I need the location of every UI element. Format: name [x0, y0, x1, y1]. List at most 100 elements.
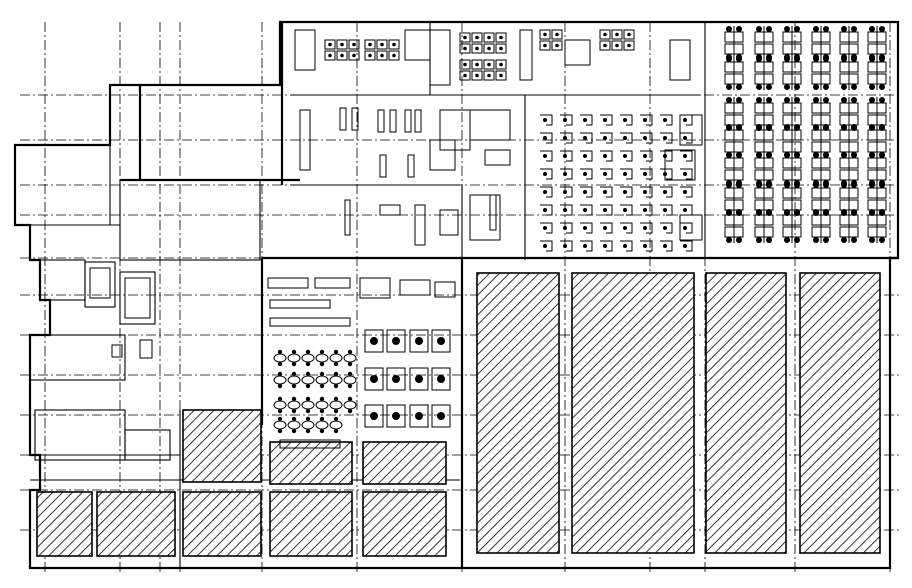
cubicle — [640, 240, 653, 252]
cubicle — [600, 114, 613, 126]
furniture-piece — [359, 277, 391, 299]
cubicle — [620, 186, 633, 198]
workstation-cluster — [724, 56, 744, 90]
furniture-piece — [279, 439, 341, 449]
cubicle — [540, 222, 553, 234]
workstation-cluster — [754, 26, 774, 60]
cubicle — [540, 240, 553, 252]
furniture-piece — [679, 114, 703, 146]
furniture-piece — [379, 154, 387, 178]
furniture-piece — [489, 194, 497, 231]
cubicle — [540, 168, 553, 180]
office-furniture — [89, 26, 887, 449]
cubicle — [540, 132, 553, 144]
hatch-main-4 — [799, 272, 881, 554]
cubicle — [600, 150, 613, 162]
hatch-w3 — [362, 441, 447, 485]
workstation-cluster — [811, 56, 831, 90]
cubicle — [560, 150, 573, 162]
furniture-piece — [434, 281, 456, 298]
conference-row — [273, 349, 357, 367]
cubicle — [640, 204, 653, 216]
cubicle — [540, 204, 553, 216]
booth-block — [364, 404, 406, 428]
cubicle — [660, 114, 673, 126]
cubicle — [600, 240, 613, 252]
furniture-piece — [377, 109, 385, 133]
furniture-piece — [469, 194, 501, 241]
cubicle — [680, 240, 693, 252]
furniture-piece — [519, 29, 533, 81]
furniture-piece — [399, 279, 431, 296]
cubicle — [600, 222, 613, 234]
hatch-w2 — [269, 441, 353, 485]
cubicle — [580, 114, 593, 126]
cubicle — [620, 204, 633, 216]
cubicle — [680, 222, 693, 234]
cubicle — [680, 186, 693, 198]
workstation-cluster — [867, 152, 887, 186]
furniture-piece — [564, 39, 591, 66]
hatch-main-2 — [571, 272, 695, 554]
hatch-main-1 — [476, 272, 560, 554]
cubicle — [680, 114, 693, 126]
desk-block — [324, 39, 360, 61]
furniture-piece — [299, 109, 311, 171]
cubicle — [640, 168, 653, 180]
cubicle — [540, 114, 553, 126]
workstation-cluster — [811, 26, 831, 60]
desk-block — [599, 29, 635, 51]
booth-block — [409, 329, 451, 353]
cubicle — [580, 186, 593, 198]
cubicle — [660, 240, 673, 252]
furniture-piece — [404, 109, 412, 133]
workstation-cluster — [867, 56, 887, 90]
cubicle — [620, 168, 633, 180]
cubicle — [620, 222, 633, 234]
cubicle — [660, 222, 673, 234]
workstation-cluster — [782, 209, 802, 243]
furniture-piece — [389, 109, 397, 133]
booth-block — [409, 367, 451, 391]
conference-row — [273, 416, 343, 434]
desk-block — [364, 39, 400, 61]
hatch-w5 — [96, 491, 176, 557]
furniture-piece — [124, 277, 151, 319]
furniture-piece — [429, 29, 451, 86]
furniture-piece — [339, 107, 347, 131]
workstation-cluster — [839, 152, 859, 186]
workstation-cluster — [782, 152, 802, 186]
conference-row — [273, 371, 357, 389]
furniture-piece — [294, 29, 316, 71]
workstation-cluster — [867, 26, 887, 60]
desk-block — [459, 32, 507, 54]
cubicle — [580, 222, 593, 234]
workstation-cluster — [724, 26, 744, 60]
hatch-w1 — [182, 409, 262, 483]
workstation-cluster — [867, 209, 887, 243]
workstation-cluster — [724, 152, 744, 186]
workstation-cluster — [839, 209, 859, 243]
cubicle — [660, 168, 673, 180]
hatch-w8 — [362, 491, 447, 557]
booth-block — [364, 329, 406, 353]
workstation-cluster — [839, 56, 859, 90]
furniture-piece — [139, 339, 153, 359]
warehouse-hatched-areas — [36, 272, 881, 557]
furniture-piece — [89, 267, 111, 299]
desk-block — [539, 29, 563, 51]
cubicle — [620, 114, 633, 126]
cubicle — [580, 240, 593, 252]
furniture-piece — [344, 199, 351, 236]
workstation-cluster — [782, 26, 802, 60]
workstation-cluster — [724, 209, 744, 243]
cubicle — [580, 132, 593, 144]
cubicle — [580, 150, 593, 162]
furniture-piece — [484, 149, 511, 166]
cubicle — [620, 132, 633, 144]
desk-block — [459, 59, 507, 81]
booth-block — [409, 404, 451, 428]
furniture-piece — [267, 277, 309, 289]
workstation-cluster — [754, 152, 774, 186]
furniture-piece — [269, 317, 351, 327]
